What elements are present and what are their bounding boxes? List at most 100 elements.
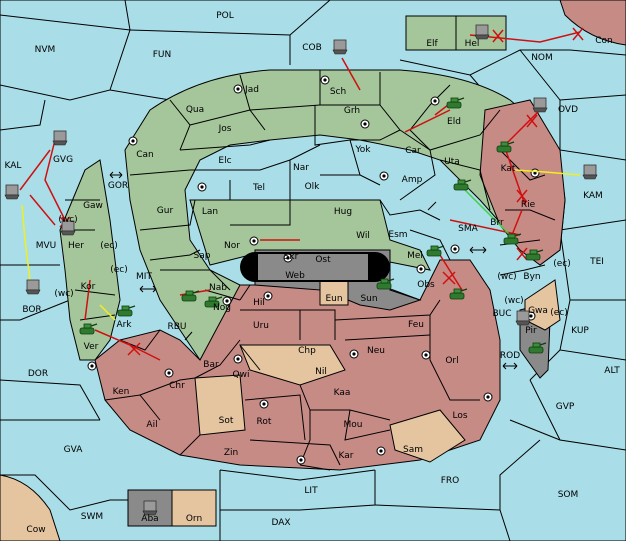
label-aba: Aba (141, 514, 158, 524)
label-tei: TEI (589, 257, 604, 267)
label-eld: Eld (447, 117, 461, 127)
supply-center-icon (296, 455, 306, 465)
label-gor: GOR (108, 181, 128, 191)
army-tank-icon (503, 233, 522, 245)
label-pir: Pir (525, 326, 537, 336)
fleet-ship-icon (332, 39, 348, 55)
supply-center-icon (197, 182, 207, 192)
label-sch: Sch (330, 87, 346, 97)
label-wc4: (wc) (504, 296, 523, 306)
label-swm: SWM (81, 512, 103, 522)
cross-fail-icon (442, 271, 456, 285)
fleet-ship-icon (60, 220, 76, 236)
army-tank-icon (528, 342, 547, 354)
label-bor: BOR (22, 305, 41, 315)
label-qwi: Qwi (233, 370, 250, 380)
label-ec3: (ec) (553, 259, 571, 269)
label-kam: KAM (583, 191, 603, 201)
label-feu: Feu (408, 320, 424, 330)
cross-fail-icon (127, 342, 141, 356)
label-ec2: (ec) (110, 265, 128, 275)
label-sun: Sun (360, 294, 377, 304)
supply-center-icon (263, 291, 273, 301)
supply-center-icon (360, 119, 370, 129)
supply-center-icon (259, 399, 269, 409)
label-fun: FUN (153, 50, 172, 60)
label-chp: Chp (298, 346, 316, 356)
label-buc: BUC (492, 309, 511, 319)
label-gvp: GVP (556, 402, 575, 412)
double-arrow-icon (502, 362, 518, 370)
label-gaw: Gaw (83, 201, 103, 211)
fleet-ship-icon (52, 130, 68, 146)
cross-fail-icon (492, 29, 504, 43)
label-hel: Hel (465, 39, 480, 49)
label-sap: Sap (194, 251, 211, 261)
label-wc1: (wc) (58, 215, 77, 225)
label-ver: Ver (84, 342, 99, 352)
label-grh: Grh (344, 106, 360, 116)
label-fro: FRO (441, 476, 460, 486)
label-her: Her (68, 241, 84, 251)
label-wc3: (wc) (497, 272, 516, 282)
army-tank-icon (496, 141, 515, 153)
label-ail: Ail (146, 420, 157, 430)
fleet-ship-icon (515, 310, 531, 326)
supply-center-icon (233, 84, 243, 94)
label-nog: Nog (213, 303, 231, 313)
supply-centers (87, 75, 540, 465)
label-los: Los (452, 411, 467, 421)
army-tank-icon (204, 296, 223, 308)
label-ovd: OVD (558, 105, 578, 115)
label-elf: Elf (426, 39, 438, 49)
label-sam: Sam (403, 445, 423, 455)
supply-center-icon (320, 75, 330, 85)
supply-center-icon (128, 136, 138, 146)
fleet-ship-icon (532, 97, 548, 113)
label-nor: Nor (224, 241, 240, 251)
label-som: SOM (558, 490, 579, 500)
double-arrow-icon (427, 201, 437, 211)
cross-fail-icon (572, 27, 584, 41)
label-mou: Mou (344, 420, 363, 430)
label-cow: Cow (26, 525, 45, 535)
fleet-ship-icon (582, 164, 598, 180)
label-lit: LIT (304, 486, 318, 496)
label-hug: Hug (334, 207, 352, 217)
label-ken: Ken (113, 387, 130, 397)
supply-center-icon (87, 361, 97, 371)
label-olk: Olk (305, 182, 321, 192)
label-mel: Mel (407, 251, 423, 261)
supply-center-icon (483, 392, 493, 402)
label-gva: GVA (64, 445, 84, 455)
supply-center-icon (421, 350, 431, 360)
label-nil: Nil (315, 367, 327, 377)
fleet-ship-icon (4, 184, 20, 200)
label-can: Can (136, 150, 154, 160)
label-nar: Nar (293, 163, 309, 173)
supply-center-icon (222, 296, 232, 306)
cross-fail-icon (526, 114, 538, 128)
label-con: Con (595, 36, 613, 46)
label-rod: ROD (500, 351, 520, 361)
label-yok: Yok (354, 145, 371, 155)
label-orn: Orn (186, 514, 202, 524)
army-tank-icon (376, 278, 395, 290)
label-wc2: (wc) (54, 289, 73, 299)
label-ec1: (ec) (100, 241, 118, 251)
label-chr: Chr (169, 381, 185, 391)
label-lan: Lan (202, 207, 218, 217)
units (4, 24, 598, 516)
label-kaa: Kaa (334, 388, 351, 398)
label-rot: Rot (257, 417, 272, 427)
army-tank-icon (453, 179, 472, 191)
double-arrow-icon (184, 331, 193, 341)
label-kal: KAL (5, 161, 22, 171)
supply-center-icon (164, 368, 174, 378)
label-wil: Wil (356, 231, 370, 241)
label-dax: DAX (271, 518, 290, 528)
label-tel: Tel (252, 183, 265, 193)
label-gur: Gur (157, 206, 174, 216)
